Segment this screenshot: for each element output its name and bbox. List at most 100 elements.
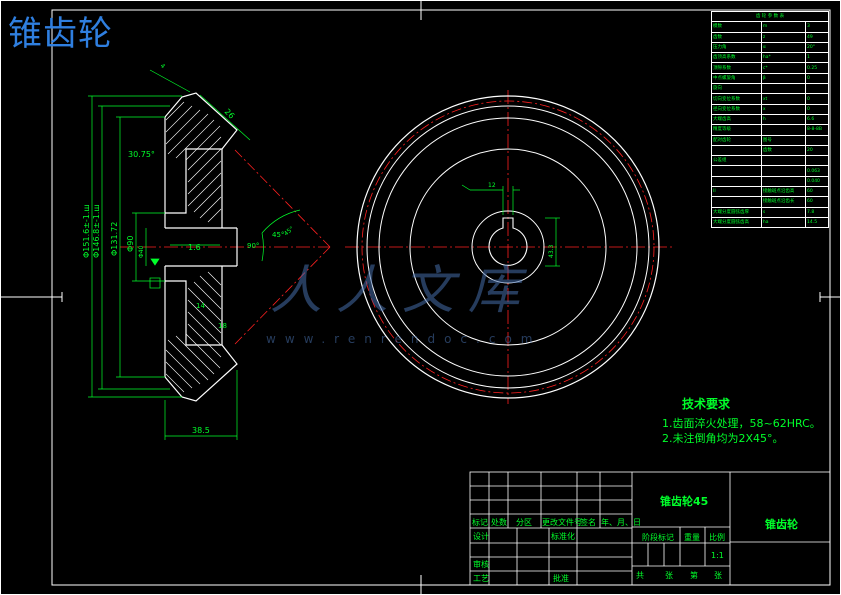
tech-item: 2.未注倒角均为2X45°。 <box>662 432 784 445</box>
dim-back-angle: 30.75° <box>128 150 155 159</box>
tb-total: 共 <box>636 571 644 580</box>
dim-mid-diameter: Φ146.8±-1.ш <box>92 204 101 258</box>
tb-approve: 批准 <box>553 574 569 583</box>
bore-keyway <box>488 217 528 266</box>
inner-cone-circle <box>378 117 638 377</box>
param-value: 6.6 <box>805 113 829 126</box>
param-name: 大端齿高 <box>711 113 762 126</box>
param-row: 0.063 <box>711 165 829 177</box>
dim-14: 14 <box>196 302 205 310</box>
param-value: 60 <box>805 196 829 208</box>
param-name: II <box>711 186 762 198</box>
tb-process: 工艺 <box>473 574 489 583</box>
tb-standardize: 标准化 <box>551 532 575 541</box>
param-symbol: 齿数 <box>760 144 807 157</box>
param-name <box>711 175 762 188</box>
front-dimension-lines <box>461 184 560 267</box>
param-name: 顶隙系数 <box>711 62 762 74</box>
tb-drawing-title: 锥齿轮 <box>765 518 798 531</box>
param-value: 0 <box>805 72 829 85</box>
param-symbol <box>760 83 807 95</box>
banner-title: 锥齿轮 <box>8 14 113 54</box>
section-hatching <box>165 101 222 393</box>
param-symbol: c* <box>760 62 807 74</box>
dim-keyway-width: 12 <box>488 182 496 189</box>
tb-change-doc: 更改文件号 <box>542 518 582 527</box>
dim-keyway-depth: 43.3 <box>548 244 555 258</box>
param-row: 旋向 <box>711 83 829 95</box>
tb-sheet: 张 <box>665 571 673 580</box>
dim-bore-diameter: Φ40 <box>138 245 145 258</box>
dim-root-diameter: Φ131.72 <box>110 222 119 256</box>
param-symbol <box>760 155 807 167</box>
tb-weight: 重量 <box>684 533 700 542</box>
param-symbol: s <box>760 206 807 218</box>
param-symbol: x <box>760 103 807 115</box>
param-value: 3 <box>805 21 829 33</box>
param-value: 0.040 <box>805 175 829 188</box>
dim-4: 4 <box>159 62 167 70</box>
param-symbol: h <box>760 113 807 126</box>
tb-scale: 比例 <box>709 533 725 542</box>
param-name <box>711 165 762 177</box>
tb-page-unit: 张 <box>714 571 722 580</box>
param-value: 49 <box>805 31 829 43</box>
param-symbol: 接触斑点沿齿高 <box>760 186 807 198</box>
param-symbol <box>760 165 807 177</box>
param-value: 1 <box>805 52 829 64</box>
param-symbol: α <box>760 41 807 54</box>
param-name <box>711 196 762 208</box>
param-value: 7.8 <box>805 206 829 218</box>
tb-zone: 分区 <box>516 518 532 527</box>
param-symbol: xt <box>760 93 807 105</box>
outer-circle <box>356 95 660 399</box>
param-name: 压力角 <box>711 41 762 54</box>
dim-cone-angle: 45° <box>272 231 284 239</box>
param-value <box>805 83 829 95</box>
param-name: 大端分度圆弦齿厚 <box>711 206 762 218</box>
tb-design: 设计 <box>473 532 489 541</box>
param-value: 60 <box>805 186 829 198</box>
param-name: 径向变位系数 <box>711 103 762 115</box>
param-value: 0 <box>805 93 829 105</box>
param-name: 大端分度圆弦齿高 <box>711 216 762 229</box>
tb-page: 第 <box>690 571 698 580</box>
param-symbol: β <box>760 72 807 85</box>
tb-review: 审核 <box>473 560 489 569</box>
tb-scale-value: 1:1 <box>711 551 724 560</box>
param-symbol: 接触斑点沿齿长 <box>760 196 807 208</box>
tb-count: 处数 <box>491 518 507 527</box>
watermark-url: www.renrendoc.com <box>266 332 542 346</box>
param-name: 中点螺旋角 <box>711 72 762 85</box>
param-symbol: ha <box>760 216 807 229</box>
tb-mark: 标记 <box>472 518 488 527</box>
param-symbol <box>760 175 807 188</box>
param-name: 配对齿轮 <box>711 134 762 146</box>
dim-outer-diameter: Φ151.6±-1.ш <box>82 204 91 258</box>
param-symbol <box>760 124 807 136</box>
param-value: 20° <box>805 41 829 54</box>
param-name: 齿数 <box>711 31 762 43</box>
tb-part-name: 锥齿轮45 <box>660 495 709 508</box>
tech-heading: 技术要求 <box>682 397 731 411</box>
dim-hub-diameter: Φ90 <box>126 236 135 252</box>
param-name: 切向变位系数 <box>711 93 762 105</box>
tech-item: 1.齿面淬火处理，58~62HRC。 <box>662 417 821 430</box>
front-view: 12 43.3 <box>345 90 672 404</box>
param-row: 0.040 <box>711 175 829 188</box>
hub-circle <box>409 148 607 346</box>
